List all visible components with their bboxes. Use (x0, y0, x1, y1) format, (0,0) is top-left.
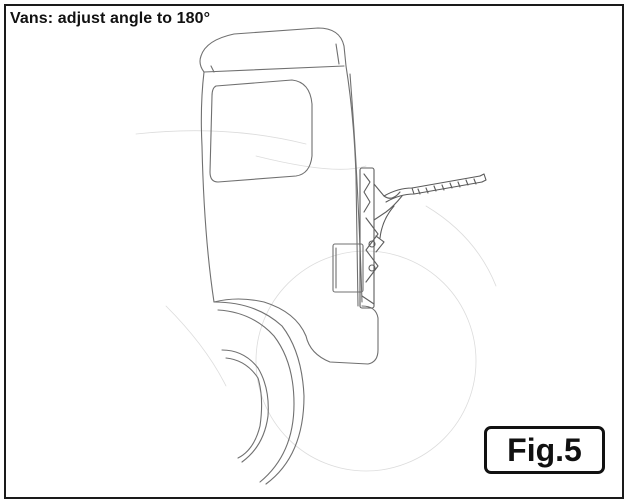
figure-frame: Vans: adjust angle to 180° Fig.5 (4, 4, 624, 499)
figure-caption: Vans: adjust angle to 180° (10, 10, 211, 27)
van-rear-diagram (135, 27, 497, 485)
rear-mount-bracket (359, 167, 403, 309)
rear-wheel (213, 301, 305, 485)
background-ghost-lines (135, 130, 497, 472)
adjustment-strap (379, 173, 487, 239)
door-edge-line (349, 73, 363, 303)
side-window (209, 79, 313, 183)
van-body-outline (199, 27, 359, 307)
figure-number-badge: Fig.5 (484, 426, 605, 474)
rear-bumper (213, 243, 379, 365)
